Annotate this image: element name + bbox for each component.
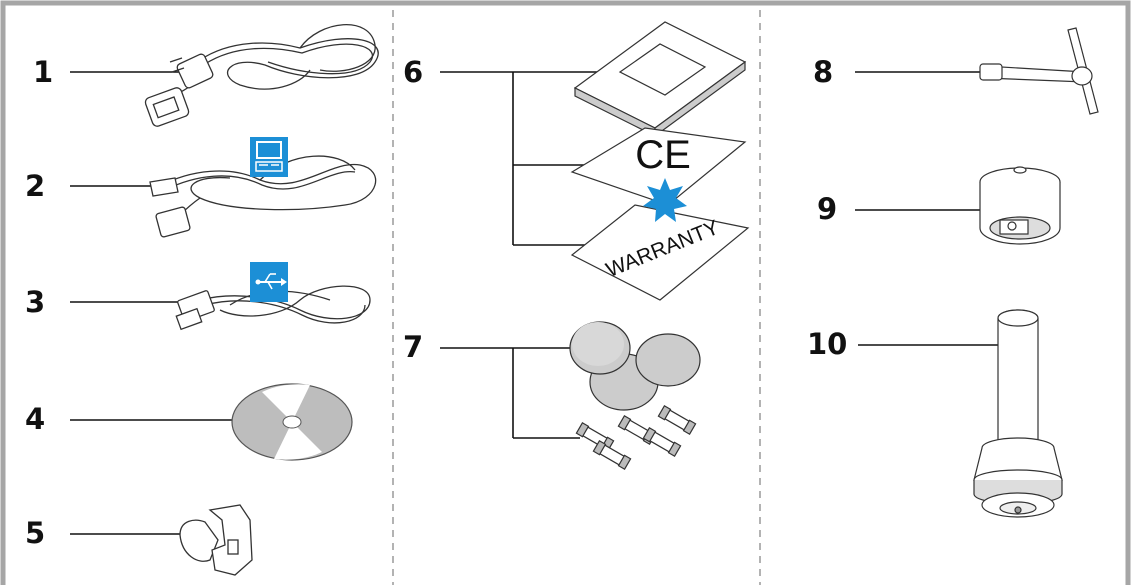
usb-cable-icon [175,285,371,331]
computer-icon [250,137,288,177]
item-number-8: 8 [813,55,834,89]
cylindrical-adapter-icon [979,166,1061,245]
item-number-2: 2 [25,169,46,203]
t-handle-key-icon [979,27,1099,115]
usb-icon [250,262,288,302]
item-number-5: 5 [25,516,46,550]
item-number-3: 3 [25,285,46,319]
fuses-icon [575,404,697,471]
item-number-10: 10 [807,327,848,361]
ce-mark: CE [635,133,691,177]
warranty-seal-icon [643,178,687,222]
item-number-6: 6 [403,55,424,89]
item-number-7: 7 [403,330,424,364]
connector-adapter-icon [179,504,253,576]
mains-power-cable-icon [144,24,379,127]
item-number-1: 1 [33,55,54,89]
ce-declaration-icon [570,127,747,206]
monitor-power-cable-icon [149,155,377,238]
cd-disc-icon [231,383,353,461]
warranty-card-icon [570,204,750,301]
item-number-4: 4 [25,402,46,436]
rubber-feet-icon [569,321,701,411]
item-number-9: 9 [817,192,838,226]
insertion-tool-icon [973,309,1063,518]
manual-icon [573,21,747,138]
